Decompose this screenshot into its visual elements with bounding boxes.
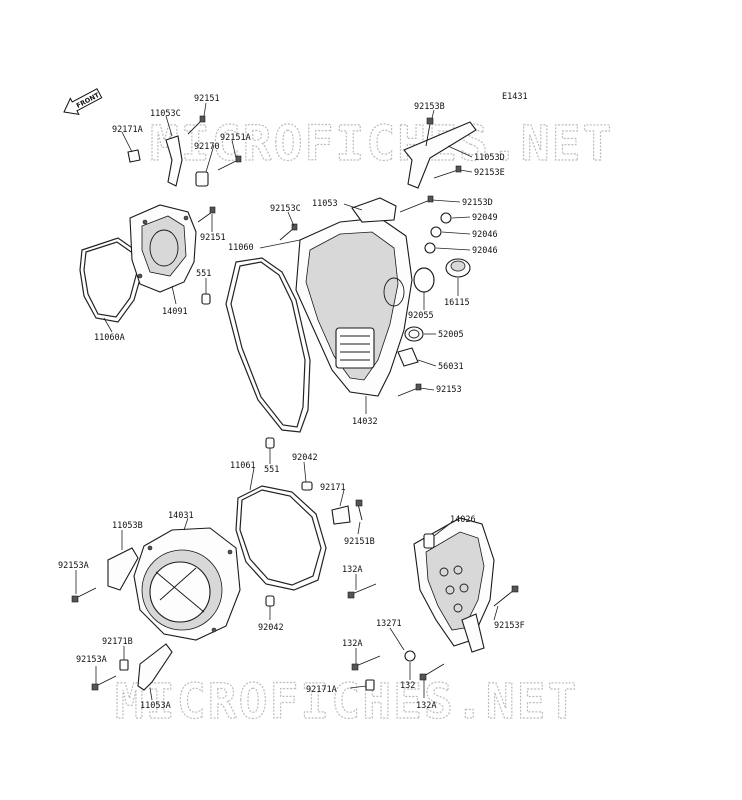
- label-92171B: 92171B: [102, 637, 133, 647]
- label-92042-top: 92042: [292, 453, 318, 463]
- label-92151-mid: 92151: [200, 233, 226, 243]
- bolt-92151B: [355, 499, 363, 521]
- label-13271: 13271: [376, 619, 402, 629]
- label-11061: 11061: [230, 461, 256, 471]
- clip-92171B: [119, 659, 129, 671]
- label-92170: 92170: [194, 142, 220, 152]
- washer-92049: [440, 212, 452, 224]
- bolt-92153D: [399, 195, 434, 213]
- label-plate-56031: [397, 347, 419, 367]
- washer-92046-b: [424, 242, 436, 254]
- clip-92171A-bottom: [365, 679, 375, 691]
- label-92042-bottom: 92042: [258, 623, 284, 633]
- o-ring-92055: [413, 267, 435, 293]
- label-11060: 11060: [228, 243, 254, 253]
- bolt-92153B: [425, 117, 434, 147]
- label-92153A-a: 92153A: [58, 561, 89, 571]
- bolt-132A-a: [347, 583, 377, 599]
- bolt-92153A-b: [91, 675, 117, 691]
- part-labels: 92151 11053C 92171A 92170 92151A 92151 1…: [58, 94, 525, 711]
- seal-52005: [404, 326, 424, 342]
- dowel-92042-top: [301, 481, 313, 491]
- label-14032: 14032: [352, 417, 378, 427]
- dowel-551-top: [201, 293, 211, 305]
- watermark-bottom: MICROFICHES.NET: [115, 674, 578, 730]
- label-11053D: 11053D: [474, 153, 505, 163]
- bracket-11053C: [165, 135, 183, 187]
- cover-14031: [133, 527, 241, 641]
- bolt-92153: [397, 383, 422, 397]
- label-92046-a: 92046: [472, 230, 498, 240]
- bolt-92151A: [217, 155, 242, 171]
- label-11053: 11053: [312, 199, 338, 209]
- label-92171A-top: 92171A: [112, 125, 143, 135]
- label-551-top: 551: [196, 269, 211, 279]
- bolt-132A-c: [419, 663, 445, 681]
- front-arrow-icon: FRONT: [63, 88, 103, 115]
- dowel-551-bottom: [265, 437, 275, 449]
- label-92153B: 92153B: [414, 102, 445, 112]
- label-92153F: 92153F: [494, 621, 525, 631]
- bracket-11053A: [137, 643, 173, 691]
- label-11060A: 11060A: [94, 333, 125, 343]
- label-14031: 14031: [168, 511, 194, 521]
- label-92153A-b: 92153A: [76, 655, 107, 665]
- label-52005: 52005: [438, 330, 464, 340]
- label-11053C: 11053C: [150, 109, 181, 119]
- bolt-92153E: [433, 165, 462, 179]
- washer-132: [404, 650, 416, 662]
- label-92153C: 92153C: [270, 204, 301, 214]
- bracket-11053B: [107, 547, 139, 591]
- washer-92046-a: [430, 226, 442, 238]
- cap-16115: [445, 258, 471, 278]
- cover-14032: [295, 217, 413, 397]
- label-92153D: 92153D: [462, 198, 493, 208]
- bracket-11053D: [403, 121, 477, 189]
- leader-lines: [75, 102, 499, 701]
- bolt-92151-mid: [197, 206, 216, 223]
- diagram-code: E1431: [502, 92, 528, 102]
- label-56031: 56031: [438, 362, 464, 372]
- label-92049: 92049: [472, 213, 498, 223]
- gasket-11061: [235, 485, 327, 591]
- bolt-92153A-a: [71, 587, 97, 603]
- clip-92171: [331, 505, 351, 525]
- bracket-11053: [351, 197, 397, 223]
- label-14091: 14091: [162, 307, 188, 317]
- bolt-92151-top: [187, 115, 206, 135]
- dowel-92042-bottom: [265, 595, 275, 607]
- label-16115: 16115: [444, 298, 470, 308]
- bracket-13271: [461, 613, 485, 653]
- bolt-132A-b: [351, 655, 381, 671]
- label-132: 132: [400, 681, 415, 691]
- bolt-92153C: [279, 223, 298, 241]
- watermark-top: MICROFICHES.NET: [150, 116, 613, 172]
- label-92151B: 92151B: [344, 537, 375, 547]
- label-11053B: 11053B: [112, 521, 143, 531]
- guard-14026: [413, 517, 495, 647]
- label-92153: 92153: [436, 385, 462, 395]
- bolt-92153F: [493, 585, 519, 607]
- label-132A-b: 132A: [342, 639, 362, 649]
- label-92046-b: 92046: [472, 246, 498, 256]
- label-92171: 92171: [320, 483, 346, 493]
- label-551-bottom: 551: [264, 465, 279, 475]
- clip-92171A-top: [127, 149, 141, 163]
- label-92151A: 92151A: [220, 133, 251, 143]
- label-92151-top: 92151: [194, 94, 220, 104]
- label-132A-c: 132A: [416, 701, 436, 711]
- gasket-11060A: [79, 237, 143, 323]
- label-11053A: 11053A: [140, 701, 171, 711]
- label-92171A-bottom: 92171A: [306, 685, 337, 695]
- label-92055: 92055: [408, 311, 434, 321]
- label-92153E: 92153E: [474, 168, 505, 178]
- cover-14091: [129, 204, 197, 293]
- label-132A-a: 132A: [342, 565, 362, 575]
- label-14026: 14026: [450, 515, 476, 525]
- collar-92170: [195, 171, 209, 187]
- gasket-11060: [225, 257, 311, 433]
